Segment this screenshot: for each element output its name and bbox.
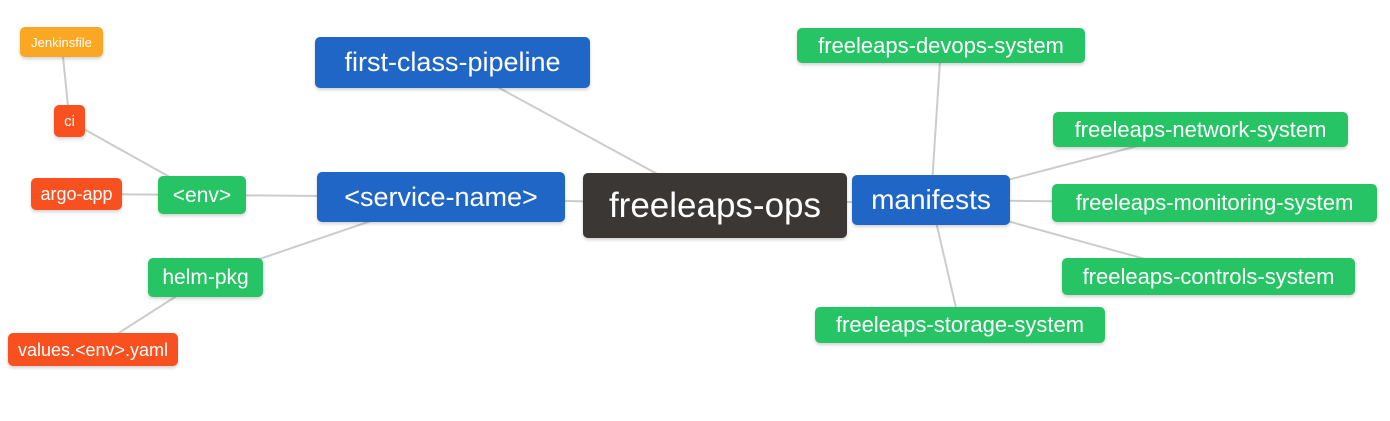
node-freeleaps-monitoring-system[interactable]: freeleaps-monitoring-system <box>1052 184 1377 222</box>
node-ci[interactable]: ci <box>54 105 85 137</box>
node-label: freeleaps-controls-system <box>1082 263 1335 289</box>
node-label: argo-app <box>40 184 113 204</box>
node-freeleaps-network-system[interactable]: freeleaps-network-system <box>1053 112 1348 147</box>
node-label: freeleaps-devops-system <box>818 32 1064 58</box>
node-label: freeleaps-storage-system <box>835 312 1085 337</box>
node-freeleaps-ops-root[interactable]: freeleaps-ops <box>583 173 847 238</box>
node-values-env-yaml[interactable]: values.<env>.yaml <box>8 333 178 366</box>
node-freeleaps-devops-system[interactable]: freeleaps-devops-system <box>797 28 1085 63</box>
node-service-name[interactable]: <service-name> <box>317 172 565 222</box>
node-label: Jenkinsfile <box>31 34 92 50</box>
node-label: first-class-pipeline <box>344 47 561 77</box>
node-label: freeleaps-ops <box>608 186 822 225</box>
node-label: values.<env>.yaml <box>17 339 169 360</box>
node-label: <env> <box>172 183 232 207</box>
node-label: freeleaps-network-system <box>1074 116 1327 142</box>
node-label: freeleaps-monitoring-system <box>1075 190 1354 215</box>
node-label: ci <box>64 112 75 130</box>
node-manifests[interactable]: manifests <box>852 175 1010 225</box>
node-argo-app[interactable]: argo-app <box>31 178 122 210</box>
node-label: <service-name> <box>344 181 538 212</box>
node-helm-pkg[interactable]: helm-pkg <box>148 258 263 297</box>
node-first-class-pipeline[interactable]: first-class-pipeline <box>315 37 590 88</box>
node-label: manifests <box>871 184 991 215</box>
node-jenkinsfile[interactable]: Jenkinsfile <box>20 27 103 57</box>
node-freeleaps-controls-system[interactable]: freeleaps-controls-system <box>1062 258 1355 295</box>
node-env[interactable]: <env> <box>158 176 246 214</box>
node-freeleaps-storage-system[interactable]: freeleaps-storage-system <box>815 307 1105 343</box>
node-label: helm-pkg <box>162 266 249 289</box>
